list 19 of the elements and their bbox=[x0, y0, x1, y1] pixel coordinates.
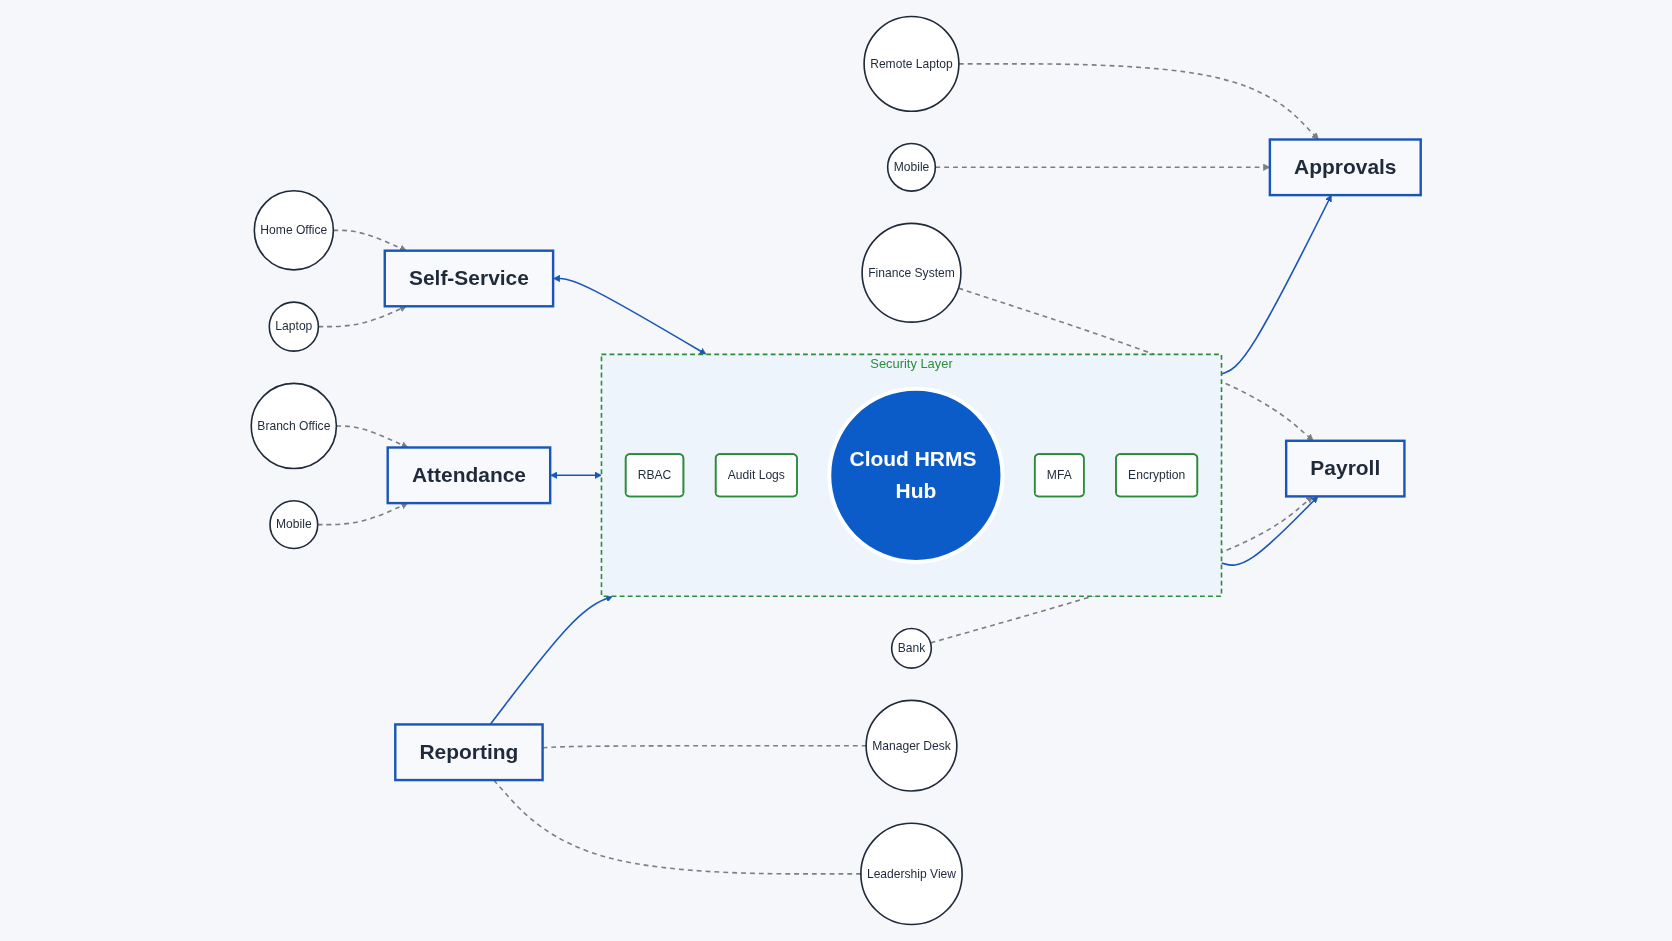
node-box: Reporting bbox=[394, 723, 544, 782]
node-circle: Mobile bbox=[886, 142, 937, 192]
node-circle: Branch Office bbox=[250, 382, 338, 470]
node-box: Attendance bbox=[386, 446, 552, 505]
arrow bbox=[550, 471, 602, 479]
arrow bbox=[553, 274, 707, 355]
node-circle: Manager Desk bbox=[865, 699, 958, 792]
node-circle: Bank bbox=[890, 627, 933, 669]
node-circle: Mobile bbox=[269, 499, 319, 550]
node-circle: Cloud HRMS Hub bbox=[827, 386, 1005, 564]
node-box: Self-Service bbox=[383, 249, 555, 308]
node-box: Payroll bbox=[1284, 439, 1406, 498]
node-box: Approvals bbox=[1268, 138, 1422, 197]
arrow bbox=[958, 63, 1319, 140]
node-circle: Remote Laptop bbox=[863, 15, 960, 112]
node-circle: Home Office bbox=[253, 190, 335, 271]
node-circle: Leadership View bbox=[860, 822, 963, 926]
node-circle: Finance System bbox=[861, 222, 962, 323]
node-circle: Laptop bbox=[268, 301, 320, 352]
